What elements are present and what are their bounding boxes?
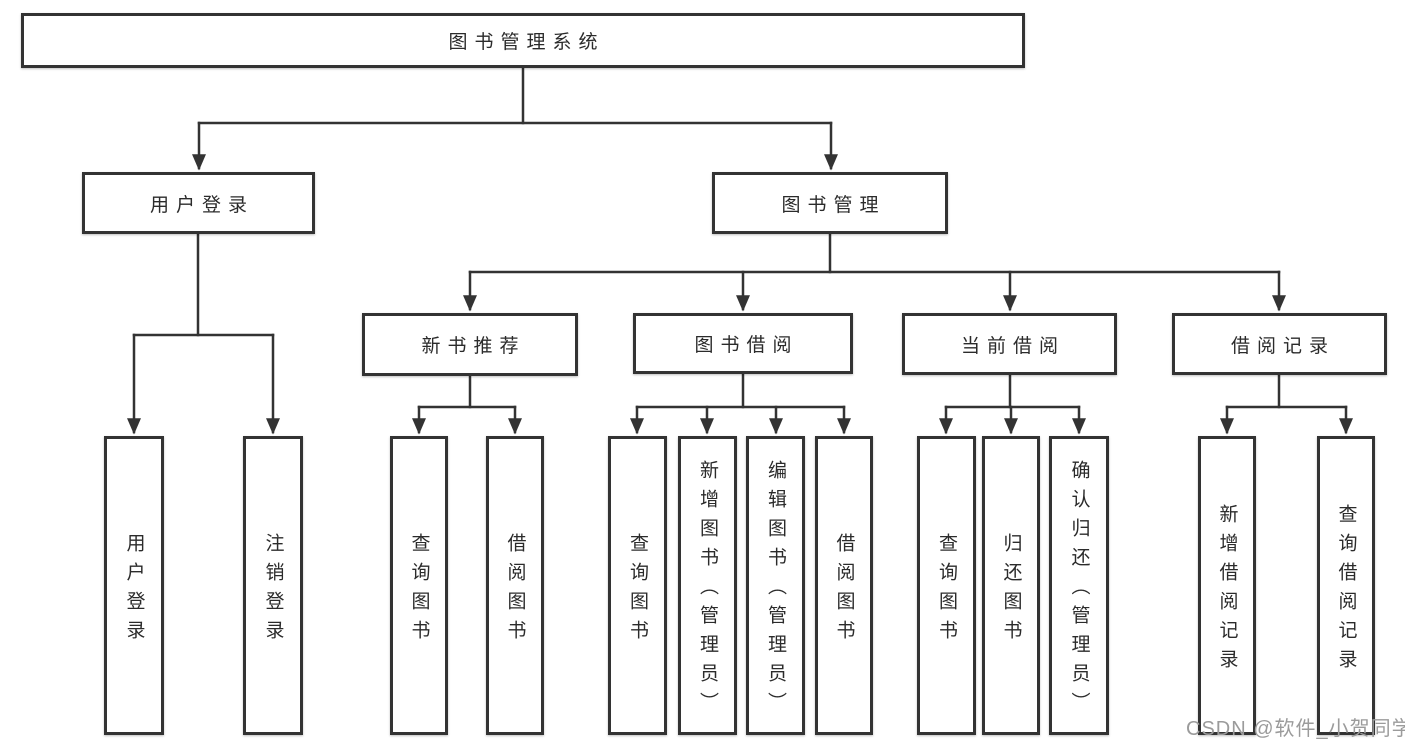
node-label: 新书推荐 xyxy=(421,336,526,357)
node-label: 借阅图书 xyxy=(833,532,855,649)
node-label: 查询图书 xyxy=(627,532,648,649)
node-label: 查询借阅记录 xyxy=(1335,503,1357,678)
node-label: 用户登录 xyxy=(149,194,254,216)
node-label: 图书管理 xyxy=(781,194,886,216)
node-label: 新增图书（管理员） xyxy=(697,460,718,721)
node-library-system: 图书管理系统 xyxy=(21,13,1025,68)
csdn-watermark: CSDN @软件_小贺同学 xyxy=(1186,718,1405,740)
leaf-user-login: 用户登录 xyxy=(104,436,164,735)
node-label: 当前借阅 xyxy=(960,335,1065,357)
leaf-edit-books-admin: 编辑图书（管理员） xyxy=(746,436,805,735)
leaf-borrow-books-recommend: 借阅图书 xyxy=(486,436,544,735)
leaf-query-borrow-record: 查询借阅记录 xyxy=(1317,436,1375,735)
leaf-add-books-admin: 新增图书（管理员） xyxy=(678,436,737,735)
leaf-return-books: 归还图书 xyxy=(982,436,1040,735)
node-label: 借阅记录 xyxy=(1230,335,1335,357)
node-current-borrowing: 当前借阅 xyxy=(902,313,1117,375)
leaf-add-borrow-record: 新增借阅记录 xyxy=(1198,436,1256,735)
leaf-confirm-return-admin: 确认归还（管理员） xyxy=(1049,436,1109,735)
node-label: 编辑图书（管理员） xyxy=(765,460,786,721)
node-user-login: 用户登录 xyxy=(82,172,315,234)
node-label: 注销登录 xyxy=(262,532,284,649)
node-label: 用户登录 xyxy=(123,532,145,649)
leaf-query-books-current: 查询图书 xyxy=(917,436,976,735)
node-label: 查询图书 xyxy=(408,532,430,649)
node-label: 图书借阅 xyxy=(694,335,799,356)
node-borrowing-records: 借阅记录 xyxy=(1172,313,1387,375)
node-label: 图书管理系统 xyxy=(448,32,605,53)
node-new-book-recommendation: 新书推荐 xyxy=(362,313,578,376)
node-book-borrowing: 图书借阅 xyxy=(633,313,853,374)
node-book-management: 图书管理 xyxy=(712,172,948,234)
node-label: 归还图书 xyxy=(1000,532,1022,649)
leaf-query-books-recommend: 查询图书 xyxy=(390,436,448,735)
node-label: 确认归还（管理员） xyxy=(1068,460,1090,721)
leaf-logout: 注销登录 xyxy=(243,436,303,735)
node-label: 查询图书 xyxy=(936,532,957,649)
node-label: 借阅图书 xyxy=(504,532,526,649)
node-label: 新增借阅记录 xyxy=(1216,503,1238,678)
leaf-query-books-borrowing: 查询图书 xyxy=(608,436,667,735)
leaf-borrow-books-borrowing: 借阅图书 xyxy=(815,436,873,735)
